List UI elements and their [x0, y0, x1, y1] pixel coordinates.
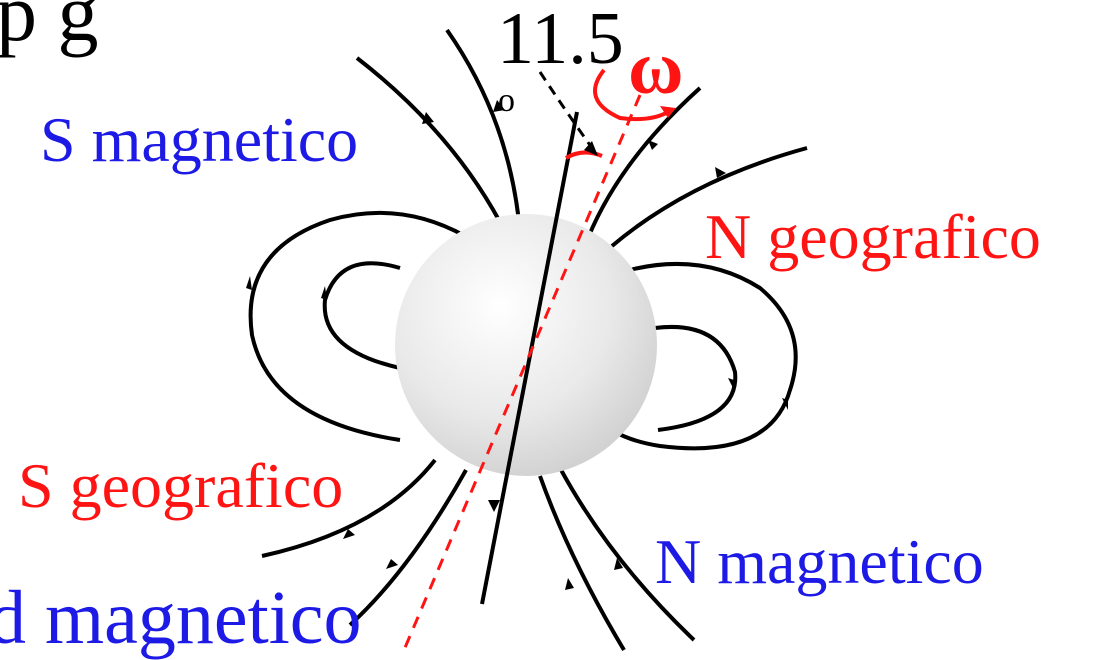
arrow-mark — [246, 276, 252, 290]
field-line — [445, 28, 522, 233]
angle-arc — [564, 150, 603, 160]
arrow-mark — [493, 100, 505, 112]
arrow-mark — [782, 398, 788, 410]
rotation-axis — [402, 94, 642, 651]
field-line — [538, 475, 626, 652]
arrow-mark — [648, 140, 658, 150]
label-s-geografico: S geografico — [18, 450, 344, 521]
field-line — [558, 467, 696, 642]
rotation-arrow — [593, 68, 669, 122]
angle-pointer-arrowhead — [584, 141, 598, 156]
field-line — [248, 210, 466, 442]
field-line — [322, 261, 401, 370]
field-lines — [248, 28, 808, 652]
field-arrows — [246, 100, 788, 590]
omega-symbol: ω — [628, 26, 684, 110]
label-n-geografico: N geografico — [705, 201, 1041, 272]
field-line — [586, 86, 702, 239]
arrow-mark — [343, 529, 355, 539]
arrow-mark — [565, 578, 574, 590]
label-n-magnetico: N magnetico — [655, 526, 984, 597]
arrow-mark — [422, 112, 434, 124]
arrow-mark — [321, 286, 327, 300]
angle-pointer-line — [538, 71, 594, 149]
planet-sphere — [395, 214, 657, 476]
arrow-mark — [728, 378, 734, 390]
field-line — [610, 146, 808, 248]
field-line — [596, 261, 798, 451]
rotation-arrowhead — [660, 106, 676, 118]
field-line — [261, 458, 437, 558]
arrow-mark — [614, 558, 623, 570]
field-line — [348, 469, 468, 627]
arrow-mark — [715, 167, 726, 178]
arrow-mark — [488, 500, 500, 512]
field-line — [654, 325, 738, 432]
field-line — [355, 56, 502, 223]
degree-mark: o — [498, 82, 515, 119]
arrow-mark — [386, 559, 398, 569]
top-left-partial-text: p g — [0, 0, 99, 58]
bottom-left-partial-text: d magnetico — [0, 576, 362, 660]
magnetic-axis — [480, 111, 579, 605]
angle-value: 11.5 — [497, 0, 624, 80]
label-s-magnetico: S magnetico — [40, 104, 359, 175]
